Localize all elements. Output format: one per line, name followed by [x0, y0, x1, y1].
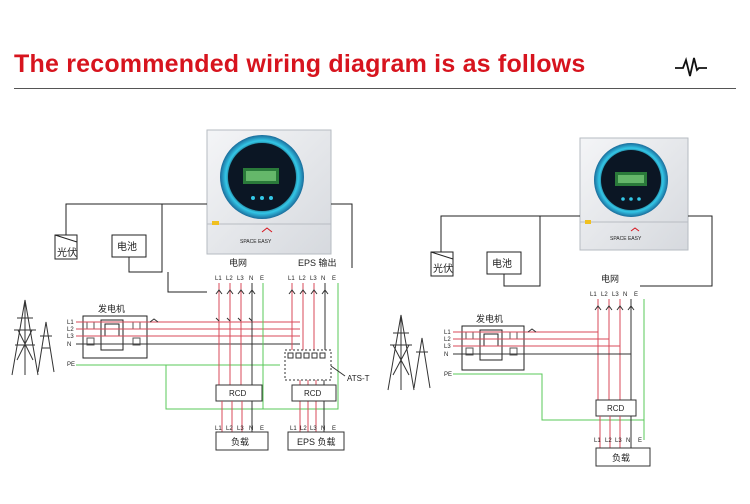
svg-text:E: E: [260, 276, 264, 282]
svg-text:E: E: [638, 438, 642, 444]
svg-text:L3: L3: [237, 276, 244, 282]
page-title: The recommended wiring diagram is as fol…: [14, 50, 586, 78]
left-diagram: SPACE EASY 光伏 电池 电网 EPS 输出 发电机: [11, 129, 370, 451]
svg-text:RCD: RCD: [229, 389, 247, 398]
svg-text:L2: L2: [299, 276, 306, 282]
eps-terminals: L1 L2 L3 N E: [288, 276, 336, 282]
svg-text:L3: L3: [237, 426, 244, 432]
svg-text:RCD: RCD: [607, 404, 625, 413]
svg-text:L1: L1: [67, 320, 74, 326]
eps-output-label: EPS 输出: [298, 257, 337, 268]
svg-text:N: N: [321, 276, 325, 282]
ats-switch: ATS-T: [284, 349, 370, 383]
svg-text:L3: L3: [67, 334, 74, 340]
grid-label: 电网: [229, 257, 247, 268]
svg-text:L1: L1: [290, 426, 297, 432]
right-load: 负载: [595, 447, 651, 467]
right-inverter: SPACE EASY: [579, 137, 689, 251]
svg-text:E: E: [260, 426, 264, 432]
svg-text:L2: L2: [226, 276, 233, 282]
brand-label: SPACE EASY: [610, 236, 642, 242]
left-load-terms: L1 L2 L3 N E: [215, 426, 264, 432]
right-rcd: RCD: [595, 399, 637, 417]
svg-text:PE: PE: [444, 372, 452, 378]
left-generator: 发电机: [82, 303, 148, 359]
svg-text:E: E: [332, 426, 336, 432]
svg-text:L3: L3: [310, 276, 317, 282]
ats-label: ATS-T: [347, 374, 370, 383]
pulse-icon: [675, 56, 707, 77]
svg-text:RCD: RCD: [304, 389, 322, 398]
right-diagram: SPACE EASY 光伏 电池 电网 L1 L2 L3 N E: [387, 137, 713, 467]
svg-text:N: N: [321, 426, 325, 432]
left-eps-load-terms: L1 L2 L3 N E: [290, 426, 336, 432]
svg-text:N: N: [249, 426, 253, 432]
pv-label: 光伏: [433, 262, 453, 275]
left-eps-load: EPS 负载: [287, 431, 345, 451]
svg-text:N: N: [626, 438, 630, 444]
right-pv: 光伏: [430, 251, 454, 277]
svg-text:L2: L2: [601, 292, 608, 298]
svg-text:L2: L2: [605, 438, 612, 444]
svg-text:L3: L3: [615, 438, 622, 444]
svg-text:负载: 负载: [612, 452, 630, 463]
svg-text:N: N: [623, 292, 627, 298]
svg-text:L1: L1: [288, 276, 295, 282]
brand-label: SPACE EASY: [240, 239, 272, 245]
svg-text:L1: L1: [215, 276, 222, 282]
generator-label: 发电机: [476, 313, 503, 324]
svg-text:L1: L1: [594, 438, 601, 444]
left-battery: 电池: [111, 234, 147, 258]
svg-text:L2: L2: [226, 426, 233, 432]
title-rule: [14, 88, 736, 89]
left-pv: 光伏: [54, 234, 78, 260]
grid-terminals: L1 L2 L3 N E: [215, 276, 264, 282]
right-generator: 发电机: [461, 313, 525, 371]
svg-text:E: E: [332, 276, 336, 282]
svg-text:负载: 负载: [231, 436, 249, 447]
left-load: 负载: [215, 431, 269, 451]
right-pylon-icon: [387, 314, 431, 391]
battery-label: 电池: [492, 257, 512, 270]
svg-text:L3: L3: [612, 292, 619, 298]
svg-text:L3: L3: [444, 344, 451, 350]
svg-text:L1: L1: [444, 330, 451, 336]
right-battery: 电池: [486, 251, 522, 275]
grid-label: 电网: [601, 273, 619, 284]
right-load-terms: L1 L2 L3 N E: [594, 438, 642, 444]
svg-text:L3: L3: [310, 426, 317, 432]
left-inverter: SPACE EASY: [206, 129, 332, 255]
svg-text:L1: L1: [215, 426, 222, 432]
left-rcd-grid: RCD: [215, 384, 263, 402]
svg-text:N: N: [67, 342, 71, 348]
generator-label: 发电机: [98, 303, 125, 314]
pv-label: 光伏: [57, 246, 77, 259]
svg-text:L1: L1: [590, 292, 597, 298]
svg-text:L2: L2: [300, 426, 307, 432]
svg-text:L2: L2: [67, 327, 74, 333]
battery-label: 电池: [117, 240, 137, 253]
left-pylon-icon: [11, 299, 55, 376]
svg-text:PE: PE: [67, 362, 75, 368]
svg-text:N: N: [444, 352, 448, 358]
right-grid-terms: L1 L2 L3 N E: [590, 292, 638, 298]
svg-text:E: E: [634, 292, 638, 298]
left-rcd-eps: RCD: [291, 384, 337, 402]
svg-text:EPS 负载: EPS 负载: [297, 436, 336, 447]
svg-text:N: N: [249, 276, 253, 282]
svg-text:L2: L2: [444, 337, 451, 343]
